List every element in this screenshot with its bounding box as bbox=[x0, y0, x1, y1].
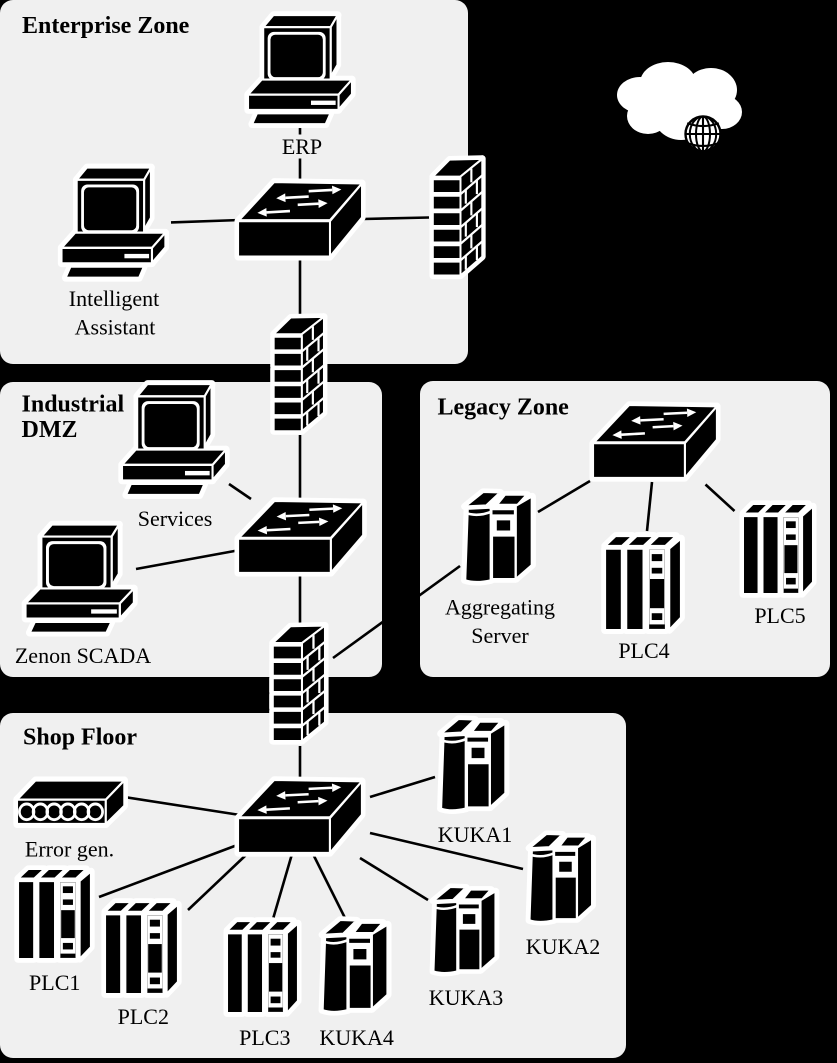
svg-text:DMZ: DMZ bbox=[22, 417, 78, 443]
svg-text:Enterprise Zone: Enterprise Zone bbox=[22, 13, 190, 39]
svg-text:KUKA1: KUKA1 bbox=[438, 822, 513, 847]
svg-text:PLC2: PLC2 bbox=[118, 1004, 169, 1029]
svg-text:Assistant: Assistant bbox=[75, 315, 156, 340]
svg-text:Intelligent: Intelligent bbox=[69, 286, 159, 311]
svg-text:Error gen.: Error gen. bbox=[25, 837, 114, 862]
svg-text:KUKA3: KUKA3 bbox=[429, 985, 504, 1010]
svg-text:KUKA4: KUKA4 bbox=[319, 1025, 394, 1050]
svg-text:ERP: ERP bbox=[282, 134, 322, 159]
svg-text:Zenon SCADA: Zenon SCADA bbox=[15, 643, 151, 668]
svg-text:PLC3: PLC3 bbox=[239, 1025, 290, 1050]
svg-text:PLC4: PLC4 bbox=[618, 638, 669, 663]
svg-text:Legacy Zone: Legacy Zone bbox=[438, 395, 570, 421]
svg-text:Aggregating: Aggregating bbox=[445, 595, 555, 620]
svg-text:Industrial: Industrial bbox=[22, 392, 125, 418]
svg-text:KUKA2: KUKA2 bbox=[526, 934, 601, 959]
svg-text:PLC1: PLC1 bbox=[29, 970, 80, 995]
svg-text:Services: Services bbox=[138, 506, 213, 531]
svg-text:Server: Server bbox=[471, 623, 529, 648]
svg-text:PLC5: PLC5 bbox=[754, 603, 805, 628]
svg-text:Shop Floor: Shop Floor bbox=[23, 725, 137, 751]
